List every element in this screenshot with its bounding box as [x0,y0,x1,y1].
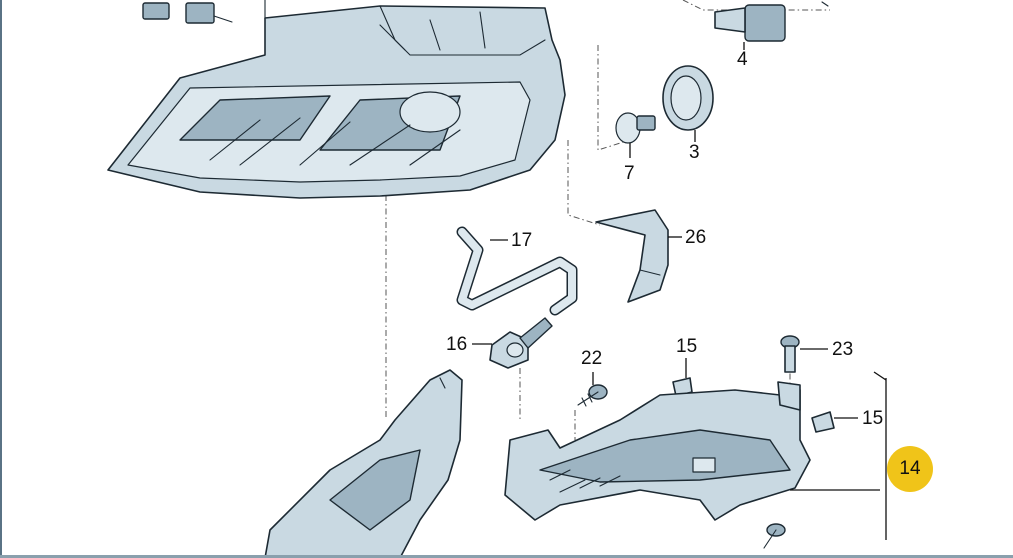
top-connectors [142,2,233,24]
part-15-clips [672,358,858,433]
callout-15-lower: 15 [862,408,884,429]
housing-ribs [209,117,461,166]
bottom-screw-shank [763,529,777,549]
callout-17: 17 [511,230,533,251]
bottom-screw [763,523,786,549]
leader-14-cap [873,371,887,381]
part-7-bulb-base [636,115,656,131]
part-4-bulb-holder [714,1,829,50]
assembly-lines [385,0,830,440]
assembly-line-7 [597,45,631,151]
part-4-socket [744,4,786,42]
part-16-connector-barb [519,317,553,349]
lower-left-bracket-face [329,449,421,531]
callout-14: 14 [899,458,921,479]
part-3-seal-ring [662,65,714,142]
part-15-clip-lower [811,411,835,433]
callout-14-highlighted: 14 [887,446,933,492]
connector-right [185,2,215,24]
part-14-bracket [504,371,887,540]
part-23-bolt-shank [784,345,796,373]
part-26-cover-shape [595,209,669,303]
part-26-cover [595,209,682,303]
part-14-bracket-ear [777,381,801,411]
connector-pin [213,15,233,23]
headlamp-housing [107,0,566,199]
part-17-hose-fill [458,228,576,314]
part-26-cover-edge [639,269,661,276]
frame-bottom-edge [0,555,1013,558]
part-7-bulb [615,112,656,158]
projector-lens [399,91,461,133]
part-3-ring-inner [670,75,702,121]
callout-26: 26 [685,227,707,248]
connector-left [142,2,170,20]
callout-7: 7 [624,163,635,184]
part-22-screw [577,372,608,407]
reflector-left [179,95,331,141]
part-23-bolt [780,335,828,373]
lower-left-bracket [264,369,463,558]
housing-top-edge [379,5,546,56]
callout-4: 4 [737,49,748,70]
part-4-clip [821,1,829,7]
leader-14 [790,378,887,540]
callout-23: 23 [832,339,854,360]
lower-left-bracket-body [264,369,463,558]
part-14-bracket-ribs [549,469,621,493]
callout-3: 3 [689,142,700,163]
part-15-clip-upper [672,377,693,397]
callout-22: 22 [581,348,603,369]
frame-left-edge [0,0,2,558]
housing-top-details [379,11,486,51]
assembly-line-26 [567,140,601,226]
part-22-screw-thread [577,391,599,407]
part-17-hose [456,226,578,316]
callout-16: 16 [446,334,468,355]
part-16-connector [472,317,553,369]
lower-left-bracket-hole [439,377,446,389]
callout-15-upper: 15 [676,336,698,357]
part-4-bulb [714,7,746,33]
part-14-bracket-tab [692,457,716,473]
part-16-connector-hole [506,342,524,358]
part-14-bracket-channel [539,429,791,483]
